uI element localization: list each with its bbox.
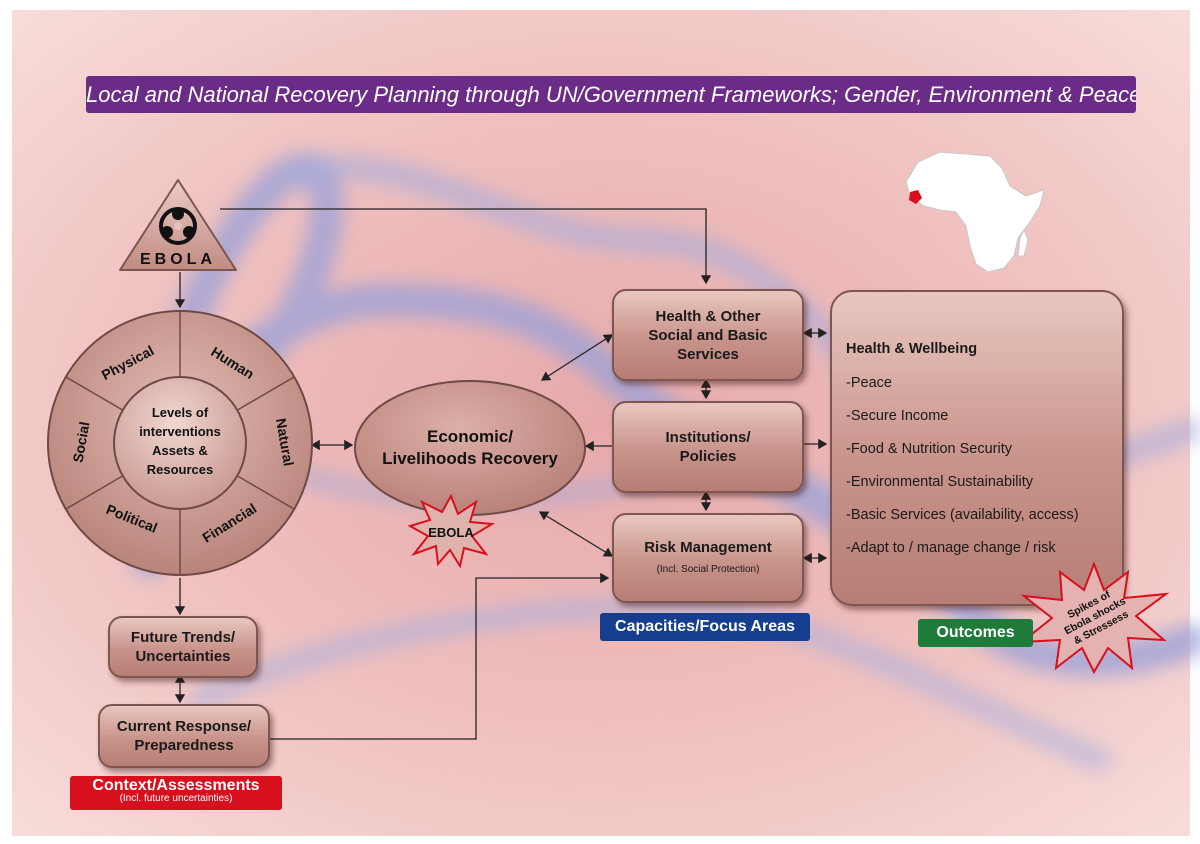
framework-banner: Local and National Recovery Planning thr… bbox=[86, 76, 1136, 113]
risk-title: Risk Management bbox=[644, 538, 772, 556]
institutions-line-1: Institutions/ bbox=[665, 429, 751, 446]
interventions-wheel: Levels of interventions Assets & Resourc… bbox=[47, 310, 313, 576]
capacities-label: Capacities/Focus Areas bbox=[600, 613, 810, 641]
economic-line-1: Economic/ bbox=[427, 427, 513, 446]
wheel-center-line-3: Assets & bbox=[152, 443, 208, 458]
context-label: Context/Assessments (Incl. future uncert… bbox=[70, 776, 282, 810]
future-line-1: Future Trends/ bbox=[130, 629, 236, 646]
current-line-1: Current Response/ bbox=[116, 718, 252, 735]
outcomes-box: Health & Wellbeing -Peace -Secure Income… bbox=[830, 290, 1124, 606]
outcome-item: -Food & Nutrition Security bbox=[846, 441, 1013, 457]
outcome-item: -Basic Services (availability, access) bbox=[846, 507, 1079, 523]
spikes-burst: Spikes of Ebola shocks & Stressess bbox=[1018, 561, 1170, 675]
health-line-1: Health & Other bbox=[655, 307, 761, 325]
health-line-3: Services bbox=[677, 345, 739, 363]
outcome-item: -Peace bbox=[846, 375, 892, 391]
economic-line-2: Livelihoods Recovery bbox=[382, 449, 558, 468]
ebola-hazard-triangle: EBOLA bbox=[119, 179, 237, 271]
institutions-line-2: Policies bbox=[679, 448, 737, 465]
wheel-center-line-4: Resources bbox=[147, 462, 213, 477]
wheel-segment-social: Social bbox=[70, 420, 93, 463]
institutions-box: Institutions/ Policies bbox=[612, 401, 804, 493]
outcomes-list: Health & Wellbeing -Peace -Secure Income… bbox=[832, 292, 1079, 570]
health-services-box: Health & Other Social and Basic Services bbox=[612, 289, 804, 381]
economic-recovery-ellipse: Economic/ Livelihoods Recovery bbox=[354, 380, 586, 516]
biohazard-icon bbox=[159, 207, 197, 245]
hazard-label: EBOLA bbox=[140, 251, 216, 268]
future-line-2: Uncertainties bbox=[135, 648, 231, 665]
health-line-2: Social and Basic bbox=[648, 326, 768, 344]
risk-subtitle: (Incl. Social Protection) bbox=[656, 563, 760, 575]
future-trends-box: Future Trends/ Uncertainties bbox=[108, 616, 258, 678]
context-label-title: Context/Assessments bbox=[92, 777, 260, 794]
outcome-item: -Secure Income bbox=[846, 408, 949, 424]
current-line-2: Preparedness bbox=[134, 737, 234, 754]
ebola-burst-label: EBOLA bbox=[428, 525, 474, 540]
ebola-burst: EBOLA bbox=[407, 493, 496, 568]
current-response-box: Current Response/ Preparedness bbox=[98, 704, 270, 768]
outcome-item: Health & Wellbeing bbox=[846, 341, 978, 357]
wheel-center-line-2: interventions bbox=[139, 424, 221, 439]
risk-management-box: Risk Management (Incl. Social Protection… bbox=[612, 513, 804, 603]
outcome-item: -Adapt to / manage change / risk bbox=[846, 540, 1056, 556]
outcomes-label: Outcomes bbox=[918, 619, 1033, 647]
wheel-center-line-1: Levels of bbox=[152, 405, 209, 420]
context-label-sub: (Incl. future uncertainties) bbox=[119, 793, 233, 804]
outcome-item: -Environmental Sustainability bbox=[846, 474, 1033, 490]
africa-map-icon bbox=[905, 151, 1045, 273]
